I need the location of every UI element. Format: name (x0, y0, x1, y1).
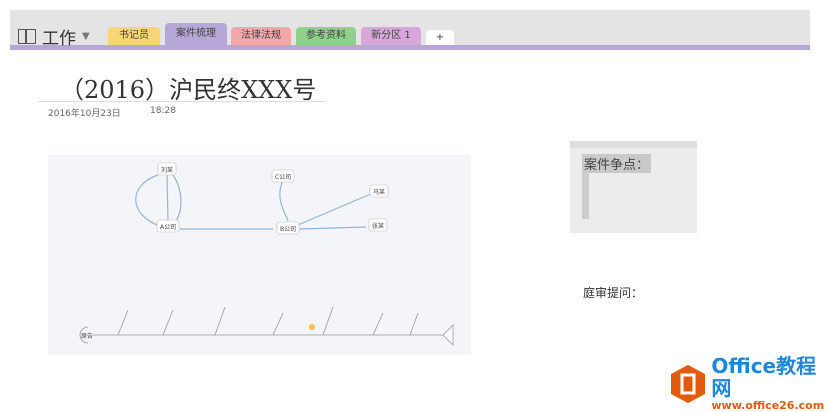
node-b-company: B公司 (280, 226, 296, 233)
node-ma: 马某 (373, 188, 385, 196)
add-section-button[interactable]: + (426, 30, 454, 45)
fishbone-head (442, 324, 454, 346)
node-zhang: 张某 (372, 222, 384, 230)
edge (172, 174, 182, 222)
fishbone-tail (79, 326, 89, 344)
watermark-logo: Office教程网 www.office26.com (670, 355, 834, 412)
page-time: 18:28 (150, 106, 176, 116)
node-a-company: A公司 (160, 224, 176, 231)
fishbone-label: 原告 (81, 332, 93, 340)
marker-icon (309, 324, 315, 330)
tab-anjianshuli[interactable]: 案件梳理 (165, 23, 227, 45)
watermark-brand: Office教程网 (711, 354, 817, 400)
node-c-company: C公司 (275, 174, 291, 181)
court-questions-label[interactable]: 庭审提问： (583, 286, 644, 300)
notebook-icon (18, 29, 36, 44)
edge (297, 192, 374, 226)
chevron-down-icon: ▼ (82, 31, 90, 42)
tab-falvfagui[interactable]: 法律法规 (231, 27, 291, 45)
title-underline (38, 101, 326, 102)
page-date: 2016年10月23日 (48, 109, 121, 119)
tab-cankaoziliao[interactable]: 参考资料 (296, 27, 356, 45)
notebook-selector[interactable]: 工作 ▼ (18, 24, 90, 49)
edge (135, 174, 161, 227)
note-container[interactable]: 案件争点： (570, 141, 697, 233)
page-title[interactable]: （2016）沪民终XXX号 (60, 76, 317, 104)
edge (299, 226, 367, 230)
edge (166, 174, 169, 222)
case-issues-label[interactable]: 案件争点： (582, 154, 652, 173)
tab-shujiyuan[interactable]: 书记员 (108, 27, 160, 45)
note-drag-handle[interactable] (570, 141, 697, 148)
tab-new-section[interactable]: 新分区 1 (361, 27, 421, 45)
office-logo-icon (671, 364, 705, 403)
notebook-name: 工作 (42, 29, 76, 49)
case-diagram-image[interactable]: 刘某 A公司 C公司 B公司 马某 张某 原告 (48, 155, 471, 355)
watermark-url: www.office26.com (711, 399, 825, 412)
section-color-bar (10, 45, 810, 50)
edge (279, 181, 289, 222)
node-liu: 刘某 (161, 166, 173, 174)
note-selection (582, 171, 589, 219)
